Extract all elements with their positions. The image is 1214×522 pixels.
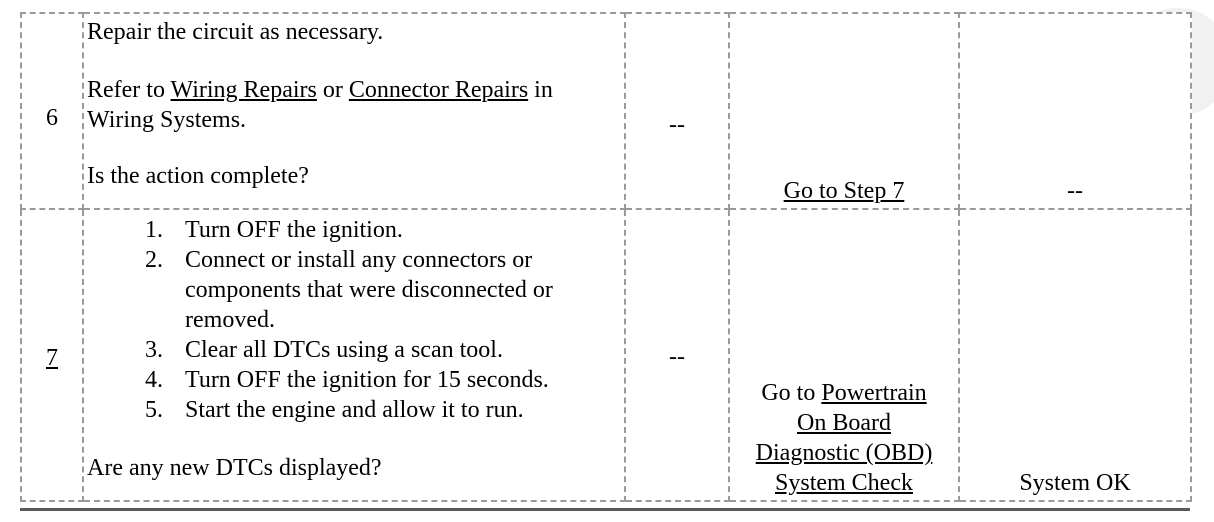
diagnostic-table-container: 6 Repair the circuit as necessary. Refer…	[20, 12, 1192, 502]
list-item: Turn OFF the ignition.	[169, 215, 622, 245]
value-text: --	[669, 112, 685, 138]
diagnostic-procedure-table: 6 Repair the circuit as necessary. Refer…	[20, 12, 1192, 502]
refer-prefix-text: Refer to	[87, 77, 171, 103]
paragraph-spacer	[87, 425, 622, 453]
yes-result-cell: Go to Step 7	[728, 12, 960, 210]
value-text: --	[669, 344, 685, 370]
refer-conjunction-text: or	[316, 77, 349, 103]
refer-suffix-text: in Wiring Systems.	[87, 77, 553, 133]
no-result-cell: System OK	[958, 208, 1192, 502]
action-question: Is the action complete?	[87, 163, 309, 189]
link-powertrain-obd-system-check-line1[interactable]: Powertrain	[821, 380, 927, 406]
table-row: 7 Turn OFF the ignition. Connect or inst…	[20, 208, 1192, 502]
paragraph-spacer	[87, 47, 622, 75]
list-item: Clear all DTCs using a scan tool.	[169, 335, 622, 365]
action-line-repair: Repair the circuit as necessary.	[87, 19, 384, 45]
no-result: --	[1067, 178, 1083, 204]
no-result-cell: --	[958, 12, 1192, 210]
link-powertrain-obd-system-check-line2[interactable]: On Board	[797, 410, 891, 436]
step-number-cell: 7	[20, 208, 84, 502]
value-cell: --	[624, 208, 730, 502]
link-go-to-step-7[interactable]: Go to Step 7	[783, 178, 905, 204]
yes-result-cell: Go to Powertrain On Board Diagnostic (OB…	[728, 208, 960, 502]
link-powertrain-obd-system-check-line4[interactable]: System Check	[775, 470, 913, 496]
link-wiring-repairs[interactable]: Wiring Repairs	[170, 77, 317, 103]
link-connector-repairs[interactable]: Connector Repairs	[348, 77, 529, 103]
yes-result: Go to Step 7	[730, 176, 958, 206]
action-line-refer: Refer to Wiring Repairs or Connector Rep…	[87, 75, 622, 135]
go-to-prefix-text: Go to	[761, 380, 822, 406]
step-number: 6	[46, 105, 58, 131]
action-cell: Turn OFF the ignition. Connect or instal…	[82, 208, 626, 502]
procedure-step-list: Turn OFF the ignition. Connect or instal…	[87, 215, 622, 425]
action-question: Are any new DTCs displayed?	[87, 455, 382, 481]
table-bottom-rule	[20, 508, 1190, 511]
step-number-cell: 6	[20, 12, 84, 210]
table-row: 6 Repair the circuit as necessary. Refer…	[20, 12, 1192, 210]
list-item: Turn OFF the ignition for 15 seconds.	[169, 365, 622, 395]
paragraph-spacer	[87, 135, 622, 161]
list-item: Connect or install any connectors or com…	[169, 245, 622, 335]
action-cell: Repair the circuit as necessary. Refer t…	[82, 12, 626, 210]
value-cell: --	[624, 12, 730, 210]
link-powertrain-obd-system-check-line3[interactable]: Diagnostic (OBD)	[755, 440, 933, 466]
list-item: Start the engine and allow it to run.	[169, 395, 622, 425]
yes-result: Go to Powertrain On Board Diagnostic (OB…	[730, 378, 958, 498]
step-number: 7	[46, 345, 58, 371]
no-result: System OK	[1019, 470, 1131, 496]
